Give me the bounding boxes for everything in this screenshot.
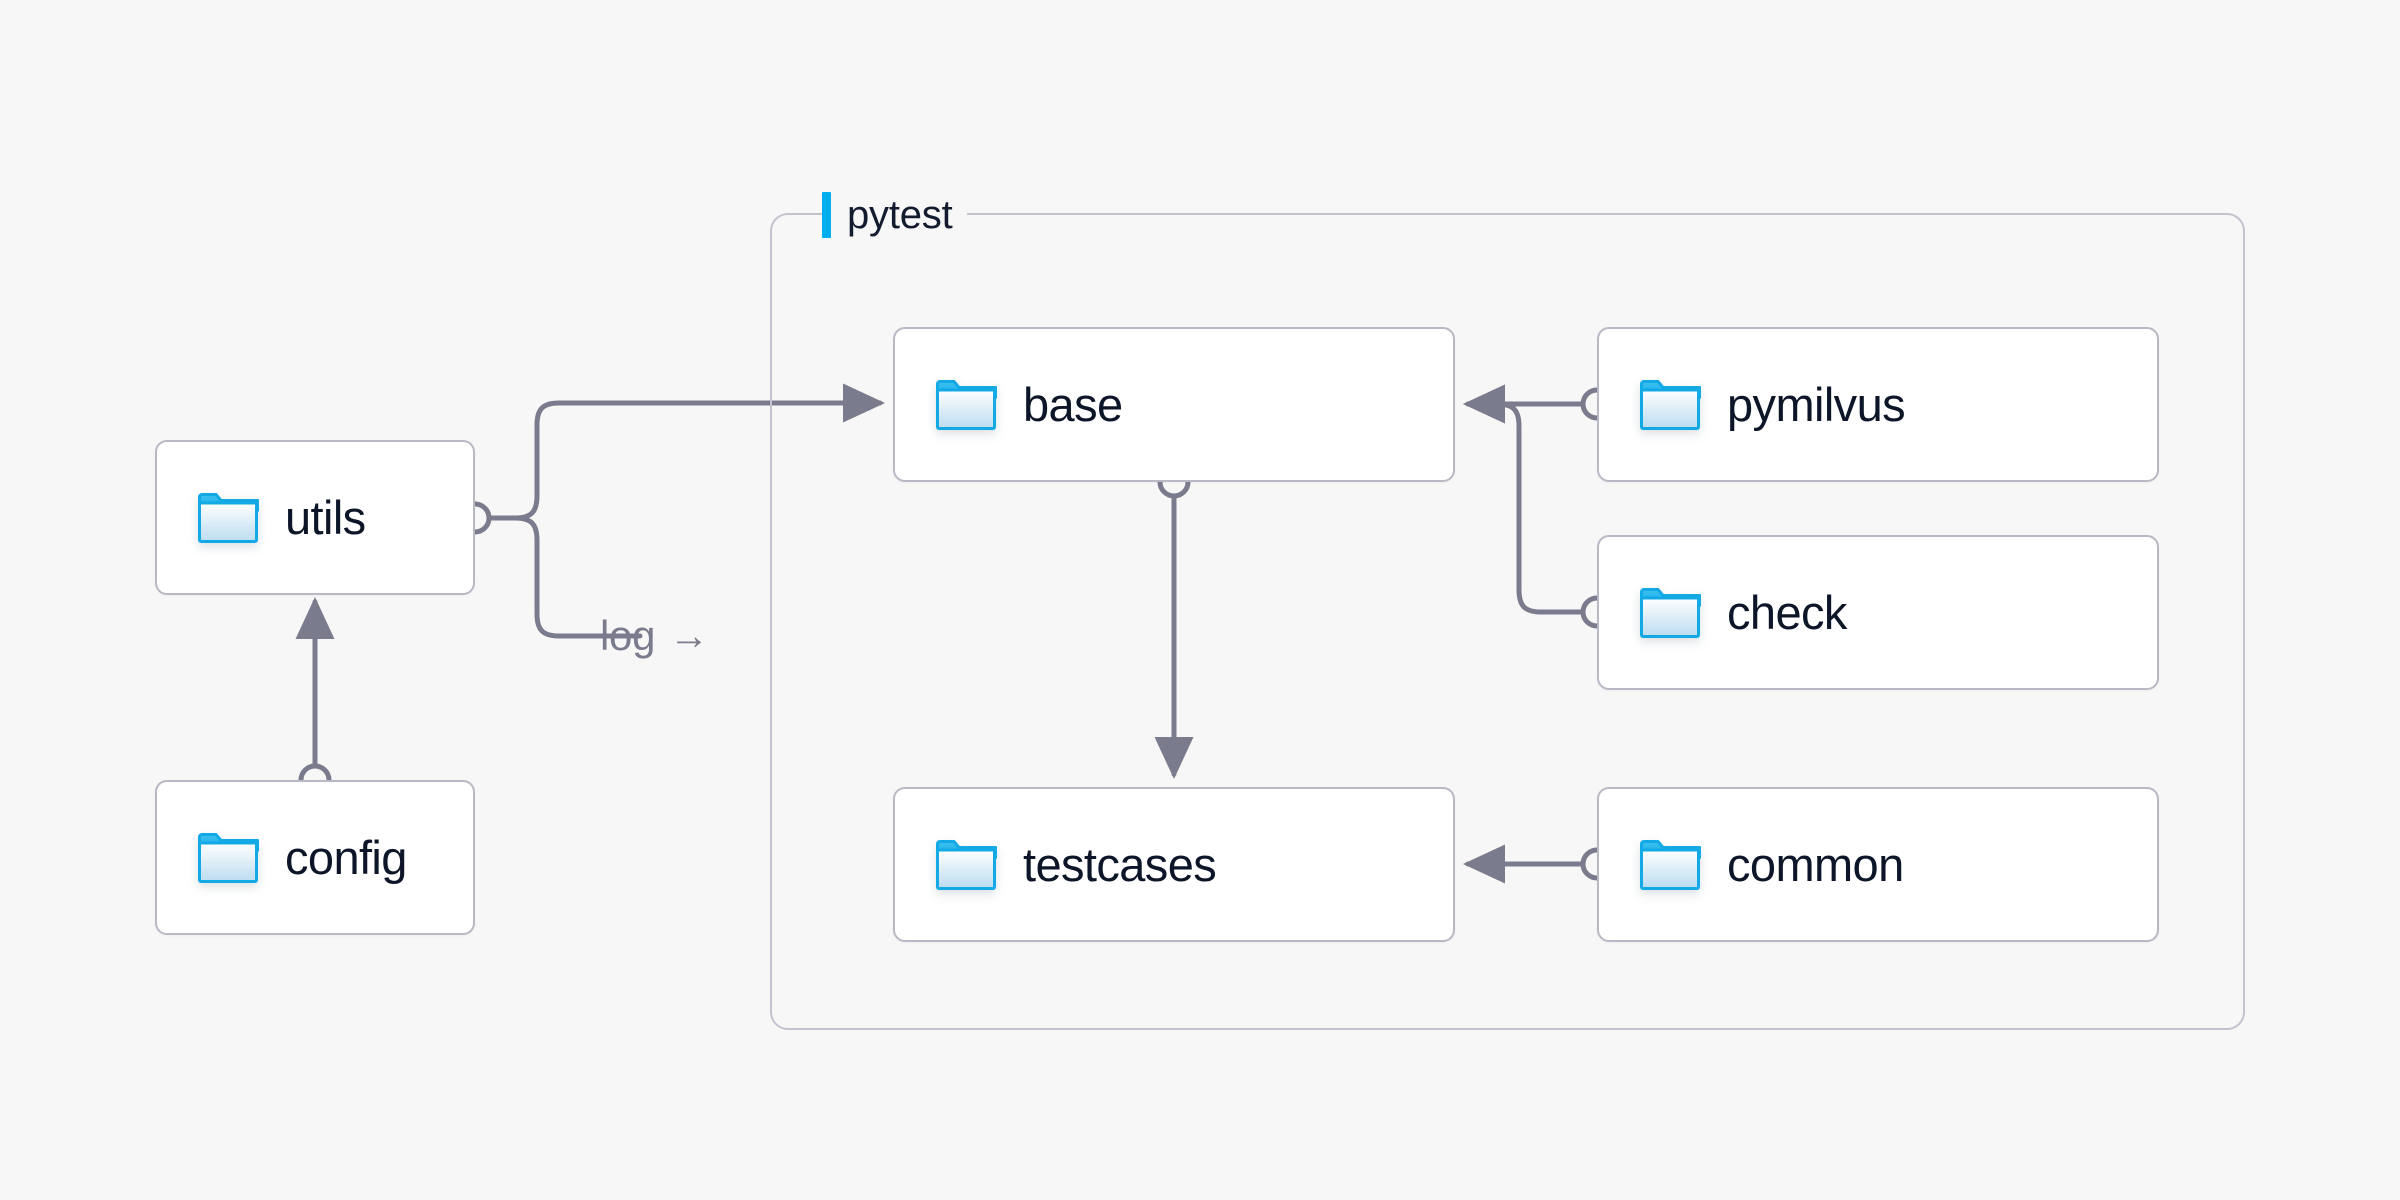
node-label-check: check xyxy=(1727,586,1847,639)
node-common[interactable]: common xyxy=(1597,787,2159,942)
folder-icon xyxy=(1639,587,1703,639)
folder-icon xyxy=(197,492,261,544)
edge-label-log-text: log xyxy=(600,612,656,659)
node-utils[interactable]: utils xyxy=(155,440,475,595)
node-pymilvus[interactable]: pymilvus xyxy=(1597,327,2159,482)
folder-icon xyxy=(935,379,999,431)
arrow-right-icon: → xyxy=(669,614,709,658)
node-label-testcases: testcases xyxy=(1023,838,1217,891)
node-testcases[interactable]: testcases xyxy=(893,787,1455,942)
node-label-pymilvus: pymilvus xyxy=(1727,378,1906,431)
accent-bar-icon xyxy=(822,192,831,238)
folder-icon xyxy=(1639,379,1703,431)
node-label-base: base xyxy=(1023,378,1123,431)
folder-icon xyxy=(935,839,999,891)
node-label-config: config xyxy=(285,831,407,884)
group-label-pytest: pytest xyxy=(822,188,967,242)
node-label-common: common xyxy=(1727,838,1904,891)
group-container-pytest[interactable] xyxy=(770,213,2245,1030)
folder-icon xyxy=(1639,839,1703,891)
folder-icon xyxy=(197,832,261,884)
node-check[interactable]: check xyxy=(1597,535,2159,690)
group-label-text: pytest xyxy=(847,192,953,237)
node-config[interactable]: config xyxy=(155,780,475,935)
edge-label-log: log → xyxy=(600,612,709,660)
node-label-utils: utils xyxy=(285,491,366,544)
node-base[interactable]: base xyxy=(893,327,1455,482)
